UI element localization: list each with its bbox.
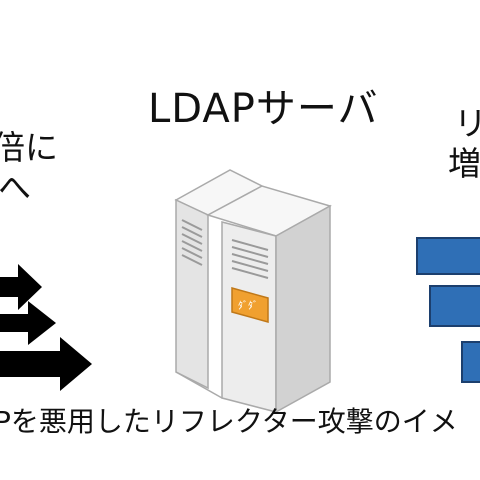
amplified-traffic-bar — [416, 237, 480, 275]
arrow-right-icon — [0, 264, 42, 310]
right-label-line-1: リ — [454, 104, 480, 143]
amplified-traffic-bar — [461, 341, 480, 383]
incoming-arrows — [0, 264, 92, 391]
ldap-server-icon: ﾀﾞﾀﾞ — [174, 169, 332, 414]
left-label: 倍に へ — [0, 128, 58, 208]
arrow-right-icon — [0, 301, 56, 345]
right-label-line-2: 増 — [448, 144, 480, 183]
amplified-traffic-bar — [429, 285, 480, 327]
right-label: リ 増 — [448, 104, 480, 184]
left-label-line-2: へ — [0, 168, 31, 207]
server-status-panel — [231, 287, 269, 323]
diagram-caption: Pを悪用したリフレクター攻撃のイメ — [0, 405, 458, 438]
server-title: LDAPサーバ — [148, 86, 379, 132]
amplified-traffic — [416, 237, 480, 383]
server-panel-label: ﾀﾞﾀﾞ — [238, 300, 258, 312]
arrow-right-icon — [0, 337, 92, 391]
left-label-line-1: 倍に — [0, 128, 58, 167]
